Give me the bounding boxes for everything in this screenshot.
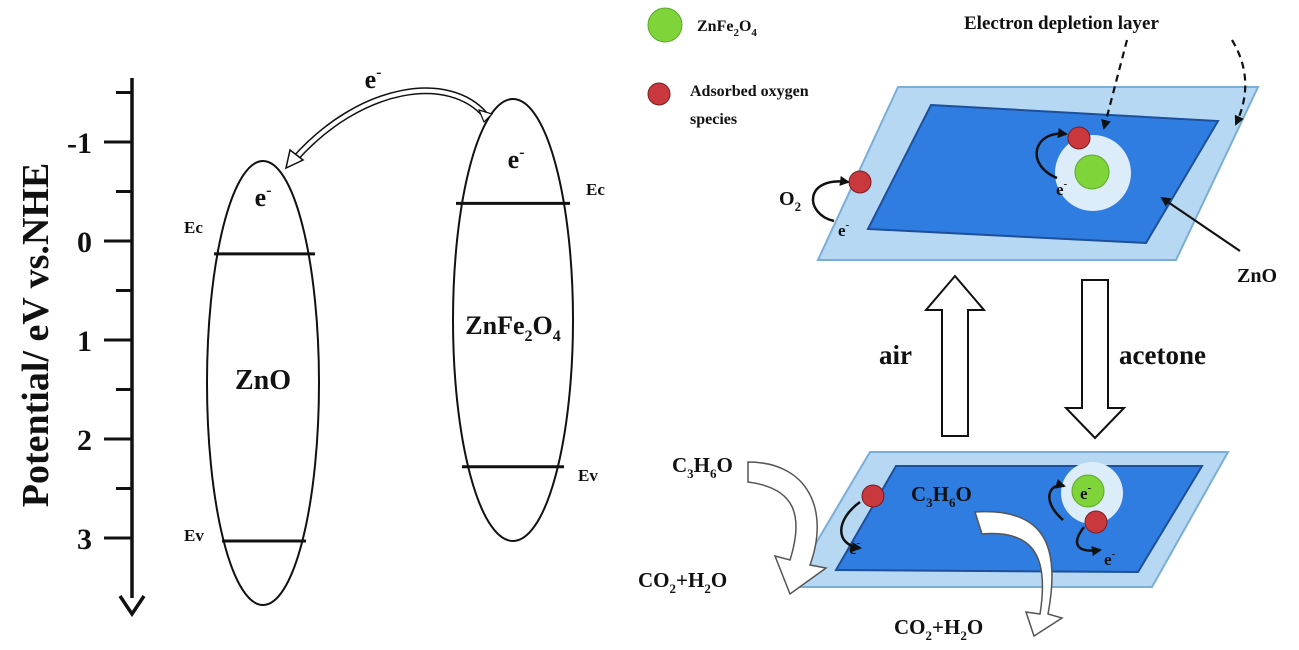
oxygen-species-icon [647, 82, 671, 106]
release-electron: e- [1104, 548, 1116, 569]
znfe2o4-electron: e- [508, 144, 525, 174]
electron-transfer-arrow: e- [284, 64, 494, 170]
znfe2o4-particle [1074, 154, 1110, 190]
acetone-formula-right: C3H6O [911, 482, 972, 510]
left-electron-arrow [840, 500, 862, 553]
electron-return-arrow [1048, 479, 1066, 521]
adsorbed-oxygen [1067, 126, 1091, 150]
o2-adsorption-arrow [811, 175, 850, 223]
products-left: CO2+H2O [638, 568, 727, 596]
legend-oxygen-line2: species [690, 111, 737, 128]
zno-ev-label: Ev [184, 526, 204, 545]
electron-capture-arrow [1035, 128, 1068, 180]
zno-pointer [1160, 196, 1241, 252]
legend-oxygen-line1: Adsorbed oxygen [690, 83, 809, 100]
particle-electron: e- [1080, 482, 1092, 503]
znfe2o4-particle [1071, 474, 1105, 508]
zno-callout-label: ZnO [1237, 265, 1277, 287]
o2-electron: e- [838, 219, 850, 240]
znfe2o4-ev-label: Ev [578, 466, 598, 485]
zno-band: Ec Ev ZnO e- [184, 160, 320, 606]
znfe2o4-name: ZnFe2O4 [465, 311, 560, 345]
acetone-formula-left: C3H6O [672, 453, 733, 481]
znfe2o4-band: Ec Ev ZnFe2O4 e- [452, 98, 605, 542]
axis-tick-label: 2 [77, 424, 92, 457]
acetone-label: acetone [1119, 340, 1206, 370]
air-arrow-up-icon [923, 274, 987, 437]
depletion-pointer-1 [1101, 39, 1129, 130]
plate-air-zno [866, 103, 1220, 245]
reaction-arrow-right-icon [973, 510, 1064, 638]
znfe2o4-ellipse [452, 98, 574, 542]
adsorbed-oxygen [1084, 510, 1108, 534]
transfer-electron-label: e- [365, 64, 382, 94]
switch-arrows: air acetone [879, 274, 1206, 440]
potential-axis: -1 0 1 2 3 Potential/ eV vs.NHE [15, 78, 146, 618]
legend: ZnFe2O4 Adsorbed oxygen species [647, 7, 809, 128]
left-electron: e- [849, 537, 861, 558]
reaction-arrow-left-icon [747, 461, 828, 596]
transfer-arrow-head-icon [284, 148, 305, 170]
axis-tick-label: 0 [77, 226, 92, 259]
adsorbed-oxygen [861, 484, 885, 508]
zno-ec-label: Ec [184, 218, 203, 237]
axis-arrow-down-icon [118, 595, 146, 618]
axis-label: Potential/ eV vs.NHE [15, 163, 57, 507]
axis-tick-label: -1 [67, 127, 92, 160]
plate-acetone: e- e- e- C3H6O C3H6O CO2+H2O CO2+H2O [638, 451, 1230, 643]
air-label: air [879, 340, 912, 370]
products-right: CO2+H2O [894, 615, 983, 643]
axis-tick-label: 1 [77, 325, 92, 358]
znfe2o4-particle-icon [647, 7, 683, 43]
o2-label: O2 [779, 188, 801, 214]
legend-znfe2o4-label: ZnFe2O4 [697, 18, 757, 39]
plate-air-electron: e- [1056, 178, 1068, 199]
zno-electron: e- [255, 182, 272, 212]
axis-tick-label: 3 [77, 523, 92, 556]
znfe2o4-ec-label: Ec [586, 180, 605, 199]
zno-name: ZnO [235, 365, 291, 396]
adsorbed-oxygen [848, 170, 872, 194]
plate-air: e- O2 e- Electron depletion layer ZnO [779, 13, 1277, 287]
acetone-arrow-down-icon [1063, 279, 1127, 440]
zno-ellipse [206, 160, 320, 606]
electron-release-arrow [1075, 526, 1102, 557]
depletion-layer-label: Electron depletion layer [964, 13, 1159, 34]
